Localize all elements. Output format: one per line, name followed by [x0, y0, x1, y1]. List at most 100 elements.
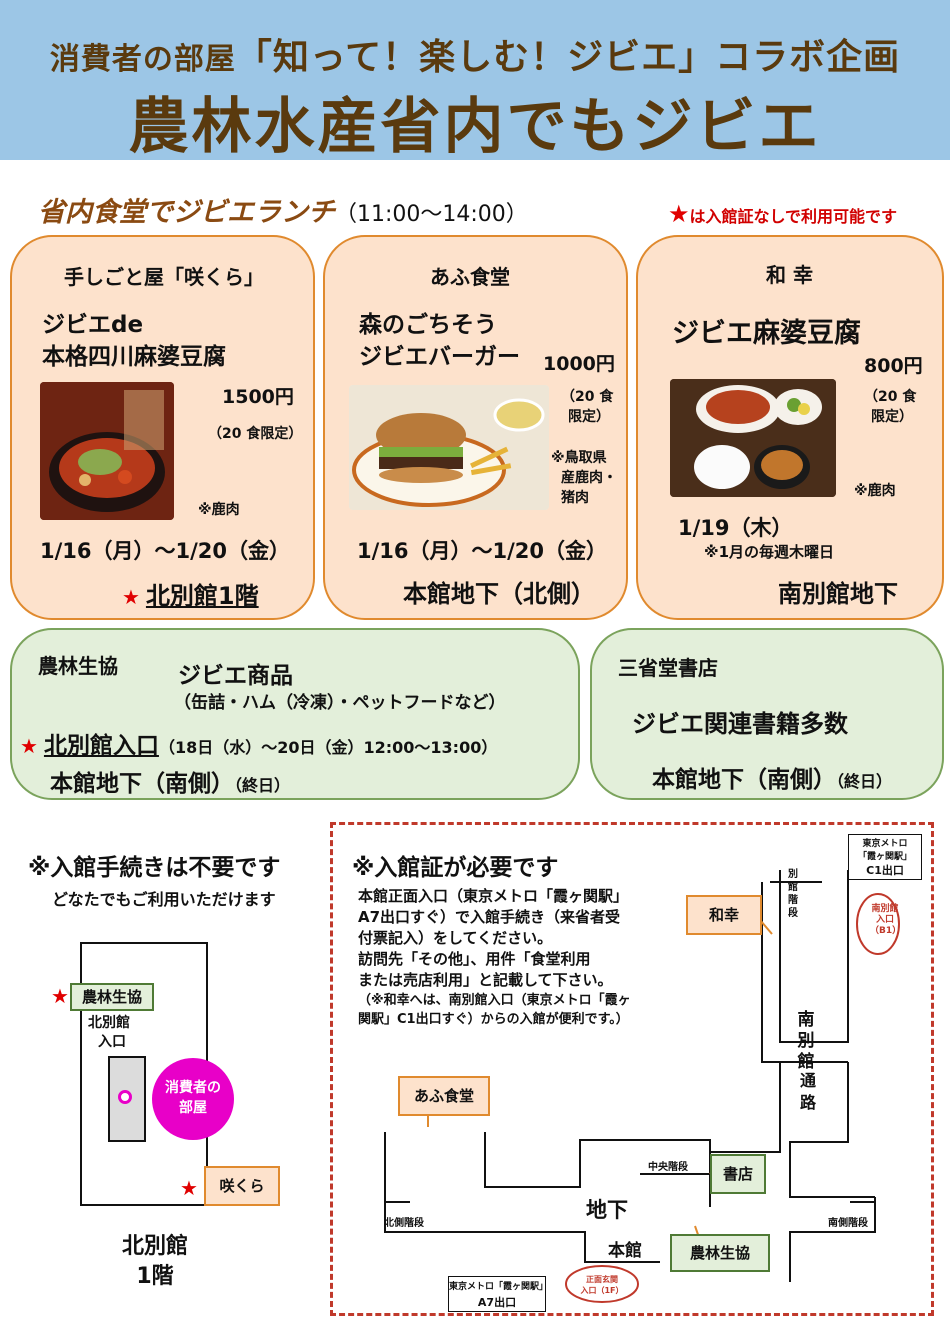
annex-stairs-char: 階	[788, 895, 798, 906]
south-annex-char: 別	[797, 1031, 815, 1051]
dish-name: ジビエバーガー	[359, 344, 520, 370]
front-entrance-label-line: 入口（1F）	[580, 1286, 624, 1295]
entrance-label-line: 入口	[98, 1034, 126, 1050]
north-annex-bottom-wall	[80, 1204, 208, 1206]
instruction-line: 関駅」C1出口すぐ）からの入館が便利です。）	[358, 1012, 629, 1027]
entrance-label-line: 北別館	[88, 1015, 130, 1031]
front-entrance-marker	[565, 1265, 639, 1303]
sakura-map-tag: 咲くら	[204, 1166, 280, 1206]
consumer-room-bubble: 消費者の部屋	[152, 1058, 234, 1140]
coop-location-2: 本館地下（南側）	[50, 771, 234, 797]
basement-floor-plan	[384, 870, 900, 1303]
lunch-title: 省内食堂でジビエランチ	[38, 197, 335, 228]
star-icon: ★	[20, 734, 38, 758]
annex-stairs-label: 別 館 階 段	[786, 868, 800, 920]
limit-note: 限定）	[568, 409, 610, 425]
basement-label: 地下	[586, 1198, 628, 1222]
header-banner	[0, 0, 950, 160]
coop-name: 農林生協	[38, 654, 118, 678]
meat-note: ※鹿肉	[854, 483, 896, 499]
consumer-room-label: 部屋	[179, 1100, 207, 1116]
limit-note: （20 食	[864, 389, 917, 405]
south-annex-entrance-label: 南別館入口（B1）	[870, 904, 902, 936]
bookstore-map-tag: 書店	[710, 1154, 766, 1194]
price: 1000円	[543, 353, 615, 375]
lunch-heading: 省内食堂でジビエランチ（11:00〜14:00）	[38, 190, 528, 229]
bookstore-location: 本館地下（南側）	[652, 767, 836, 793]
south-annex-label: 南 別 館	[794, 1010, 818, 1073]
restaurant-card-afu: あふ食堂 森のごちそう ジビエバーガー 1000円 （20 食 限定） ※鳥取県…	[323, 235, 628, 620]
building-label-line: 北別館	[121, 1234, 188, 1259]
date-range: 1/16（月）〜1/20（金）	[40, 539, 291, 563]
coop-card: 農林生協 ジビエ商品 （缶詰・ハム（冷凍）・ペットフードなど） ★北別館入口（1…	[10, 628, 580, 800]
c1-exit-label: 「霞ヶ関駅」	[857, 852, 912, 862]
north-annex-entrance-label: 北別館入口	[88, 1014, 198, 1052]
passage-label: 通 路	[798, 1070, 818, 1114]
price: 800円	[864, 355, 923, 377]
a7-exit-box: 東京メトロ「霞ヶ関駅」 A7出口	[448, 1276, 549, 1312]
location: 北別館1階	[145, 582, 259, 610]
location: 本館地下（北側）	[403, 580, 595, 608]
north-annex-floor-label: 北別館 1階	[100, 1232, 210, 1292]
coop-location-1-time: （18日（水）〜20日（金）12:00〜13:00）	[158, 738, 498, 757]
right-map-instructions: 本館正面入口（東京メトロ「霞ヶ関駅」 A7出口すぐ）で入館手続き（来省者受 付票…	[358, 886, 631, 1029]
south-stairs-label: 南側階段	[828, 1218, 868, 1229]
south-annex-inner-wall	[779, 870, 849, 1043]
south-annex-char: 館	[797, 1052, 815, 1072]
right-map-title: ※入館証が必要です	[352, 855, 559, 881]
restaurant-name: 手しごと屋「咲くら」	[64, 265, 264, 289]
left-map-title: ※入館手続きは不要です	[28, 855, 281, 881]
date: 1/19（木）	[678, 516, 793, 540]
wako-set-photo	[670, 379, 836, 497]
coop-product-detail: （缶詰・ハム（冷凍）・ペットフードなど）	[174, 693, 506, 713]
star-icon: ★	[180, 1176, 198, 1200]
instruction-line: 訪問先「その他」、用件「食堂利用	[358, 950, 591, 968]
wako-map-tag: 和幸	[686, 895, 762, 935]
restaurant-card-wako: 和 幸 ジビエ麻婆豆腐 800円 （20 食 限定） ※鹿肉 1/19（木） ※…	[636, 235, 944, 620]
bookstore-name: 三省堂書店	[618, 656, 718, 680]
annex-stairs-char: 館	[788, 882, 798, 893]
instruction-line: A7出口すぐ）で入館手続き（来省者受	[358, 908, 621, 926]
page-title: 農林水産省内でもジビエ	[128, 92, 822, 162]
coop-map-tag: 農林生協	[70, 983, 154, 1011]
date-note: ※1月の毎週木曜日	[704, 543, 835, 561]
bookstore-card: 三省堂書店 ジビエ関連書籍多数 本館地下（南側）（終日）	[590, 628, 944, 800]
header-subtitle: 消費者の部屋「知って！楽しむ！ジビエ」コラボ企画	[0, 28, 950, 80]
annex-stairs-char: 段	[788, 908, 798, 919]
south-annex-char: 南	[797, 1010, 815, 1030]
restaurant-card-sakura: 手しごと屋「咲くら」 ジビエde 本格四川麻婆豆腐 1500円 （20 食限定）…	[10, 235, 315, 620]
dish-name: ジビエ麻婆豆腐	[672, 318, 861, 349]
front-entrance-label: 正面玄関 入口（1F）	[574, 1274, 630, 1296]
c1-exit-label: C1出口	[866, 864, 904, 877]
lunch-hours: （11:00〜14:00）	[335, 202, 528, 227]
dish-name: ジビエde	[42, 312, 144, 338]
dish-name: 本格四川麻婆豆腐	[42, 344, 226, 370]
center-stairs-label: 中央階段	[648, 1162, 688, 1173]
dish-name: 森のごちそう	[359, 312, 497, 338]
north-annex-top-wall	[80, 942, 208, 944]
right-map-frame	[330, 822, 934, 1316]
subtitle-prefix: 消費者の部屋	[49, 42, 236, 77]
main-building-label: 本館	[608, 1241, 642, 1261]
subtitle-main: 「知って！楽しむ！ジビエ」コラボ企画	[235, 37, 901, 78]
bookstore-product: ジビエ関連書籍多数	[632, 710, 848, 738]
passage-char: 路	[799, 1093, 816, 1112]
annex-stairs-char: 別	[788, 869, 798, 880]
date-range: 1/16（月）〜1/20（金）	[357, 539, 608, 563]
meat-note: ※鹿肉	[198, 502, 240, 518]
limit-note: （20 食	[561, 389, 614, 405]
meat-note: 産鹿肉・	[561, 470, 617, 486]
building-label-line: 1階	[136, 1264, 174, 1289]
a7-exit-label: 東京メトロ「霞ヶ関駅」	[449, 1282, 549, 1292]
instruction-line: 本館正面入口（東京メトロ「霞ヶ関駅」	[358, 887, 629, 905]
coop-location-2-time: （終日）	[234, 776, 291, 795]
star-note-text: は入館証なしで利用可能です	[689, 207, 898, 226]
coop-location-1: 北別館入口	[43, 733, 159, 759]
limit-note: （20 食限定）	[208, 426, 303, 442]
location: 南別館地下	[778, 580, 898, 608]
star-note: ★は入館証なしで利用可能です	[668, 200, 897, 228]
restaurant-name: あふ食堂	[430, 265, 510, 289]
passage-char: 通	[799, 1071, 816, 1090]
coop-basement-tag: 農林生協	[670, 1234, 770, 1272]
consumer-room-marker	[118, 1090, 132, 1104]
